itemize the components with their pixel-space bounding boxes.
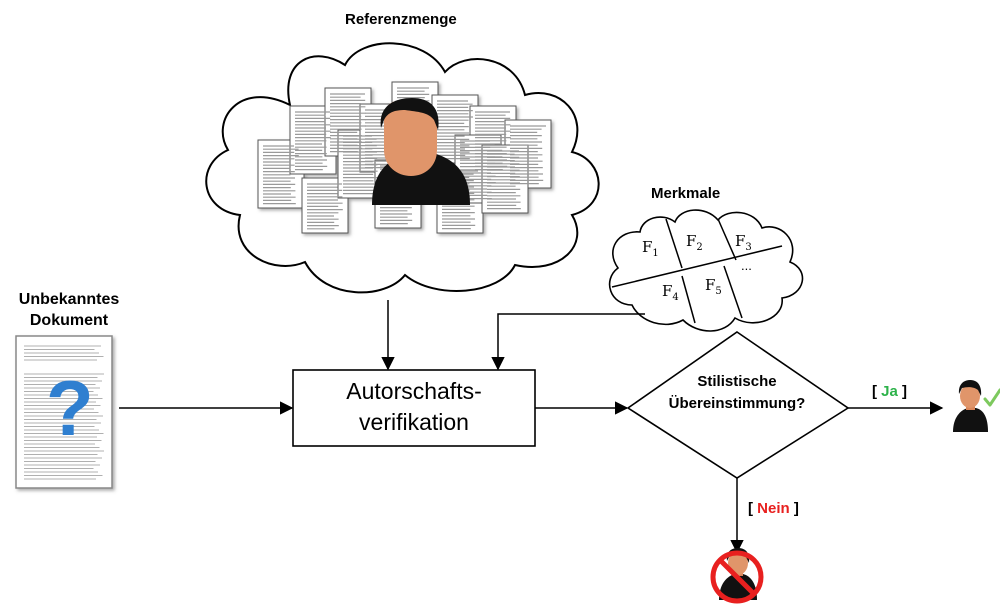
process-box (292, 369, 536, 447)
feature-more: ... (741, 258, 752, 273)
rejected-author-icon (710, 548, 764, 604)
flow-arrows (119, 300, 944, 554)
author-person-icon (372, 98, 470, 205)
prohibited-icon (710, 550, 764, 604)
accepted-author-icon (953, 380, 1000, 432)
process-label: Autorschafts- verifikation (346, 378, 482, 435)
feature-f5: F5 (705, 276, 722, 297)
check-icon (983, 388, 1000, 407)
unknown-document-icon (15, 335, 113, 489)
features-title: Merkmale (651, 185, 721, 202)
unknown-doc-title: Unbekanntes Dokument (18, 291, 120, 329)
yes-label: [ Ja ] (872, 383, 908, 400)
feature-f3: F3 (735, 232, 752, 253)
features-cloud (608, 209, 804, 332)
reference-set-title: Referenzmenge (345, 11, 457, 28)
reference-cloud (205, 42, 600, 294)
question-mark-icon: ? (46, 364, 94, 452)
feature-f4: F4 (662, 282, 679, 303)
decision-label: Stilistische Übereinstimmung? (668, 373, 806, 412)
no-label: [ Nein ] (748, 500, 799, 517)
feature-f2: F2 (686, 232, 703, 253)
feature-f1: F1 (642, 238, 659, 259)
